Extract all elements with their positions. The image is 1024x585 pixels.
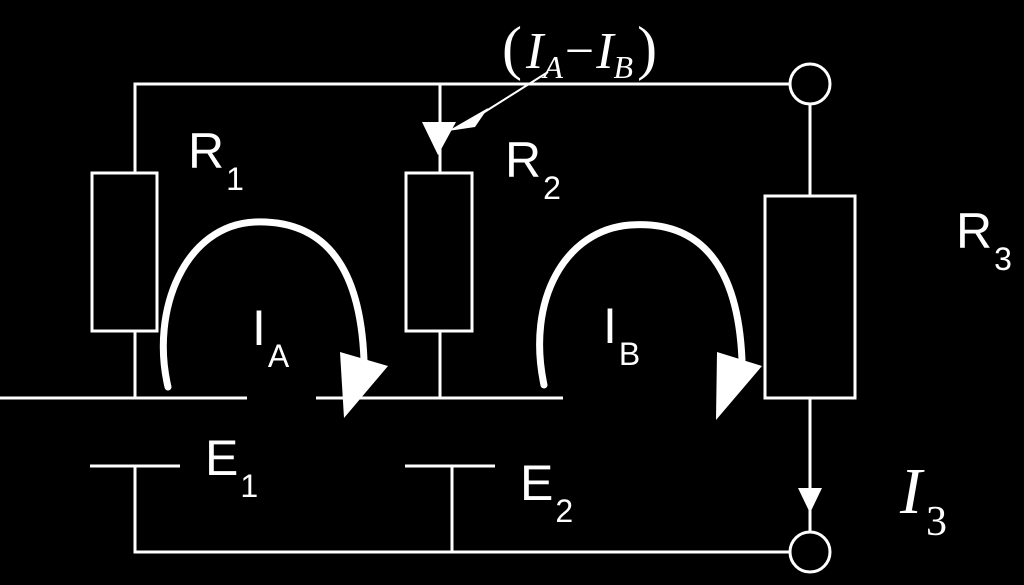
label-i3: I3	[899, 455, 947, 545]
resistor-r2	[404, 171, 474, 333]
branch-arrow-icon	[422, 122, 456, 155]
label-ib: IB	[603, 298, 640, 372]
label-r2: R2	[505, 132, 561, 206]
bottom-wire	[133, 466, 792, 554]
i3-arrow-icon	[798, 488, 822, 513]
loop-b-arrowhead-icon	[716, 352, 762, 420]
annotation-leader	[474, 71, 549, 119]
top-wire	[133, 82, 792, 173]
resistor-r3	[763, 194, 857, 400]
label-e2: E2	[520, 455, 573, 529]
loop-a-arrowhead-icon	[340, 352, 388, 418]
label-branch-current: (IA−IB)	[502, 15, 657, 85]
terminal-top	[788, 62, 832, 106]
loop-current-b-icon	[536, 221, 746, 389]
terminal-bottom	[788, 530, 832, 574]
label-e1: E1	[205, 430, 258, 504]
label-r1: R1	[188, 123, 244, 197]
label-r3: R3	[956, 203, 1012, 277]
leader-arrowhead-icon	[448, 108, 488, 131]
resistor-r1	[90, 171, 159, 333]
loop-current-a-icon	[159, 218, 368, 391]
label-ia: IA	[252, 300, 290, 374]
